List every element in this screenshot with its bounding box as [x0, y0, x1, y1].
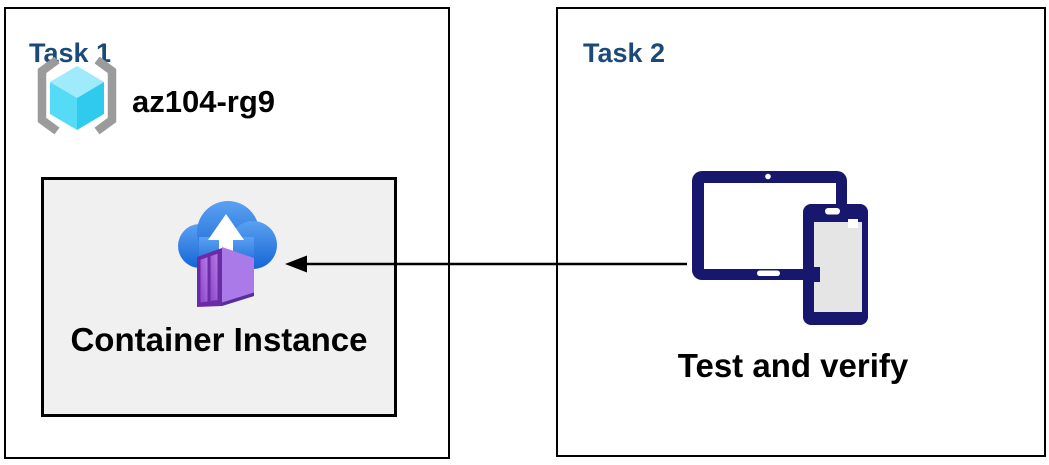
resource-group-icon	[37, 57, 117, 135]
container-instance-label: Container Instance	[70, 321, 368, 358]
task2-box: Task 2 Test and verify	[556, 7, 1046, 457]
phone-screen	[814, 222, 862, 312]
devices-icon	[692, 171, 868, 325]
container-box-shape	[197, 247, 254, 307]
resource-group-name: az104-rg9	[132, 84, 276, 119]
test-verify-label: Test and verify	[677, 347, 909, 384]
phone-shape	[803, 204, 868, 325]
container-instance-icon	[178, 201, 277, 307]
tablet-camera-dot	[765, 173, 771, 180]
task1-box: Task 1 az104-rg9	[4, 7, 450, 459]
phone-speaker	[825, 208, 840, 215]
cube-left-face	[50, 82, 77, 130]
task2-title: Task 2	[583, 38, 666, 69]
container-instance-card: Container Instance	[41, 177, 397, 417]
tablet-home-button	[757, 270, 780, 276]
upload-arrow-shape	[208, 214, 244, 265]
cube-right-face	[77, 82, 104, 130]
